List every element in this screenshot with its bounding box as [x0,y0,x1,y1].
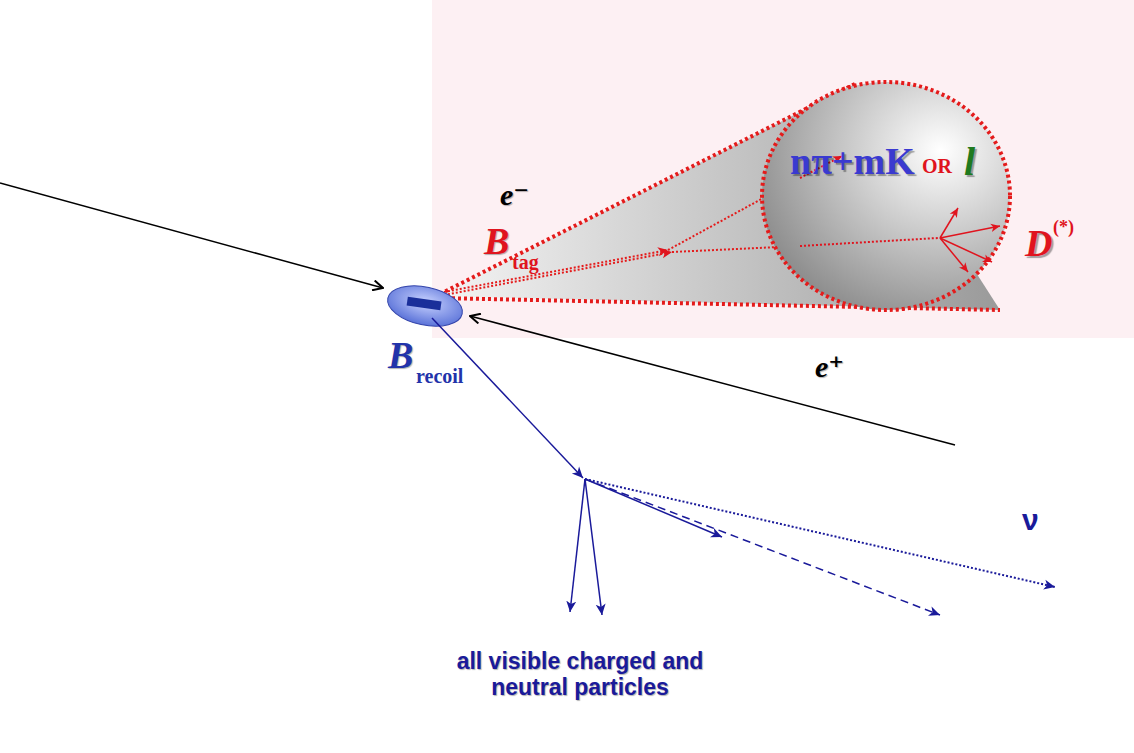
visible-track [585,479,722,537]
tag-track [444,250,668,292]
interaction-point [384,280,466,333]
tag-panel [432,0,1134,338]
decay-track [940,238,992,262]
visible-track [570,479,585,612]
visible-particles-note: all visible charged and neutral particle… [445,648,715,701]
decay-track [940,208,958,238]
tag-track [800,238,938,246]
b-tag-label: B [484,222,509,260]
beam-spot [407,297,442,311]
neutral-track [585,479,940,615]
b-tag-subscript: tag [512,252,539,272]
d-star-superscript: (*) [1053,218,1074,236]
recoil-track [432,318,583,478]
b-recoil-label: B [388,336,413,374]
neutrino-track [585,479,1055,587]
lepton-symbol: l [964,142,975,182]
positron-label: e⁺ [815,352,844,382]
b-recoil-subscript: recoil [416,366,463,386]
visible-track [585,479,602,615]
decay-track [940,226,1000,238]
decay-products: nπ+mK [790,142,915,180]
neutrino-label: ν [1022,505,1039,535]
circle-outline [760,80,1012,312]
electron-beam [0,183,383,288]
circle-shape [762,82,1010,310]
electron-label: e⁻ [500,180,529,210]
decay-track [940,238,968,272]
tag-track [444,252,672,295]
or-word: OR [922,156,952,176]
d-meson: D [1025,224,1052,262]
tag-decay-circle: nπ+mKORlD(*) [760,80,1012,312]
positron-beam [470,316,955,445]
